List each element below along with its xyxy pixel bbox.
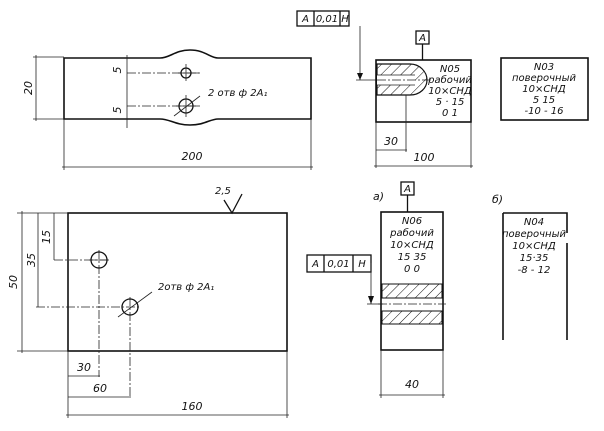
datum-bottom: A [400,181,415,212]
svg-text:10×СНД: 10×СНД [512,241,556,252]
svg-text:15·35: 15·35 [520,253,549,264]
hole-note-top: 2 отв ф 2A₁ [208,88,268,99]
hole-note-bottom: 2отв ф 2A₁ [158,282,214,293]
top-part-drawing: 20 5 5 2 отв ф 2A₁ 200 [22,49,313,170]
dim-20: 20 [22,81,35,95]
tol-datum-top: A [301,14,309,25]
bottom-part-outline [67,212,288,352]
svg-text:рабочий: рабочий [389,227,434,239]
dim-5-upper: 5 [111,67,124,74]
svg-text:0 1: 0 1 [442,108,458,119]
svg-text:A: A [418,33,426,44]
svg-text:0 0: 0 0 [404,264,420,275]
dim-15: 15 [40,230,53,244]
top-part-outline [63,49,312,126]
dim-160: 160 [182,400,203,413]
svg-text:-10 - 16: -10 - 16 [524,106,563,117]
view-b-label: б) [492,193,503,206]
dim-60: 60 [93,382,107,395]
svg-text:-8 - 12: -8 - 12 [518,265,551,276]
svg-text:15 35: 15 35 [398,252,427,263]
svg-text:10×СНД: 10×СНД [522,84,566,95]
arrow-icon [357,73,363,80]
svg-text:N06: N06 [402,216,422,227]
svg-text:10×СНД: 10×СНД [428,86,472,97]
hole-lower [121,298,139,316]
svg-text:H: H [358,259,366,270]
tolerance-frame-top: A 0,01 H [296,10,378,81]
svg-text:30: 30 [384,135,398,148]
svg-text:A: A [311,259,319,270]
svg-text:0,01: 0,01 [327,259,349,270]
bottom-part-drawing: 2,5 50 35 15 2отв ф 2A₁ 30 60 160 [7,186,289,418]
roughness-icon [223,193,243,215]
svg-text:100: 100 [414,151,435,164]
dim-35: 35 [25,253,38,267]
view-a-label: а) [373,190,384,203]
svg-text:рабочий: рабочий [427,74,472,86]
arrow-icon [368,296,374,304]
svg-text:5 · 15: 5 · 15 [436,97,465,108]
svg-text:10×СНД: 10×СНД [390,240,434,251]
tol-value-top: 0,01 [316,14,338,25]
svg-text:N05: N05 [440,64,460,75]
svg-text:A: A [403,184,411,195]
svg-text:поверочный: поверочный [502,229,567,240]
gauge-n05: N05 рабочий 10×СНД 5 · 15 0 1 30 100 [374,59,473,168]
svg-text:N04: N04 [524,217,544,228]
gauge-n06: N06 рабочий 10×СНД 15 35 0 0 40 [378,211,446,398]
tol-ref-top: H [341,14,349,25]
dim-5-lower: 5 [111,107,124,114]
gauge-n05-body [375,59,472,123]
dim-200: 200 [182,150,203,163]
gauge-n04: N04 поверочный 10×СНД 15·35 -8 - 12 [502,212,568,340]
gauge-n03: N03 поверочный 10×СНД 5 15 -10 - 16 [500,57,589,121]
datum-top: A [415,30,430,60]
svg-text:поверочный: поверочный [512,73,577,84]
dim-50: 50 [7,275,20,289]
dim-30: 30 [77,361,91,374]
svg-text:N03: N03 [534,62,554,73]
dim-40: 40 [405,378,419,391]
svg-text:2,5: 2,5 [215,186,231,197]
svg-text:5 15: 5 15 [533,95,555,106]
tolerance-frame-bottom: A 0,01 H [306,254,383,305]
